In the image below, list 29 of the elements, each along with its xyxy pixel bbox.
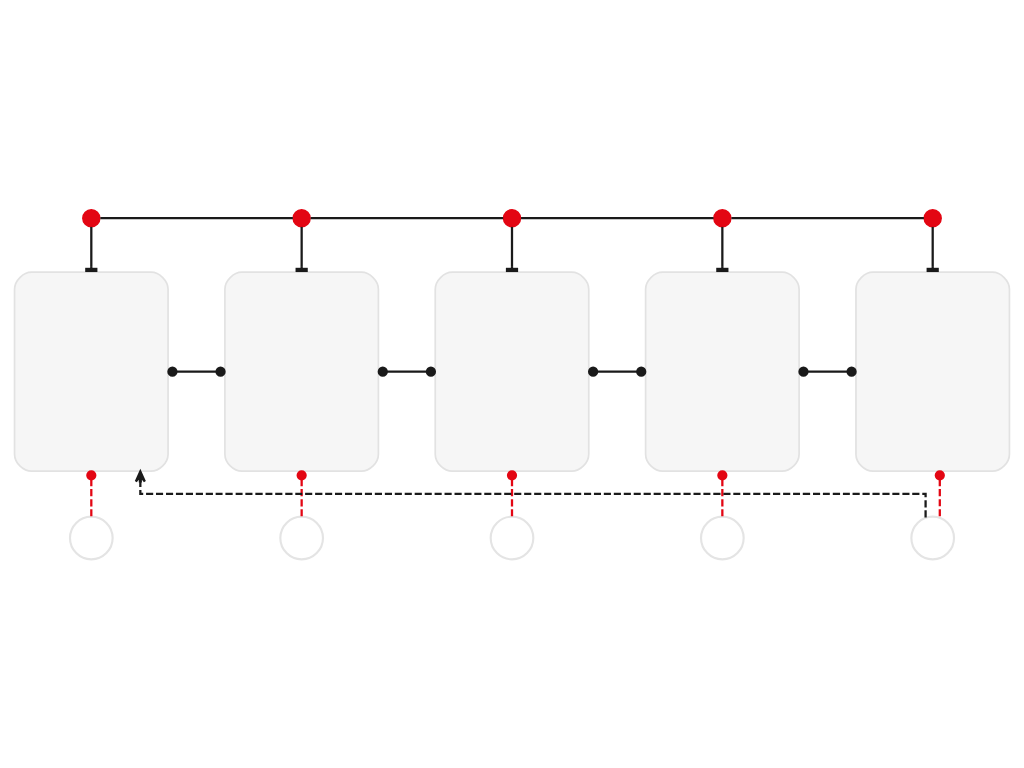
node-circle <box>489 515 535 560</box>
node-circle <box>279 515 325 560</box>
connector <box>100 216 293 219</box>
connector <box>717 469 728 516</box>
node-box <box>13 270 169 472</box>
connector <box>377 366 436 377</box>
node-box <box>224 270 380 472</box>
arrow <box>134 469 927 517</box>
connector <box>310 216 504 219</box>
connector <box>506 469 518 516</box>
connector <box>521 216 714 219</box>
connector <box>167 366 226 377</box>
node-circle <box>923 208 942 227</box>
node-circle <box>713 208 732 227</box>
connector <box>798 366 857 377</box>
node-box <box>855 270 1011 472</box>
node-circle <box>502 208 522 227</box>
connector <box>731 216 924 219</box>
node-circle <box>292 208 311 227</box>
node-circle <box>699 515 745 560</box>
connector <box>588 366 647 377</box>
connector <box>86 469 97 516</box>
node-box <box>644 270 800 472</box>
node-circle <box>910 515 956 560</box>
node-circle <box>82 208 101 227</box>
connector <box>296 469 307 516</box>
node-box <box>434 270 590 472</box>
node-circle <box>68 515 114 560</box>
connector <box>934 469 945 517</box>
